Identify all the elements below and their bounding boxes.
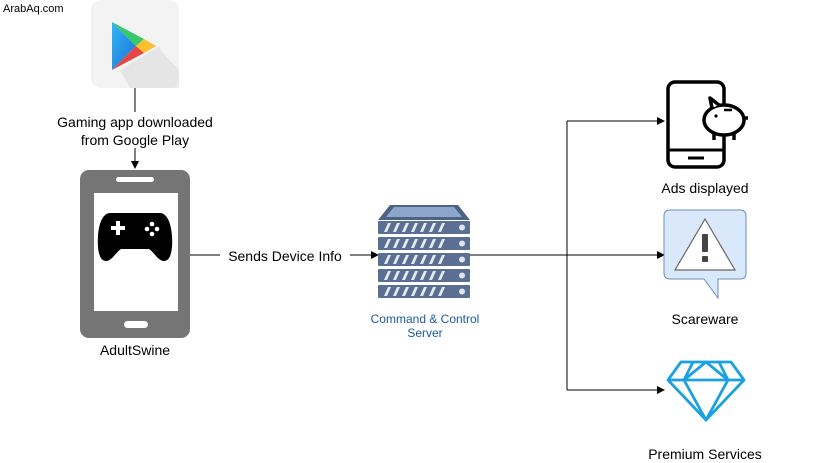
server-vent	[393, 239, 400, 248]
server-units	[378, 221, 470, 298]
server-vent	[420, 287, 427, 296]
server-vent	[411, 255, 418, 264]
warning-sign-icon	[663, 209, 747, 300]
download-label-line2: from Google Play	[80, 132, 190, 148]
server-vent	[429, 271, 436, 280]
server-label-line2: Server	[407, 326, 443, 340]
scareware-label: Scareware	[671, 311, 739, 327]
server-vent	[384, 287, 391, 296]
server-vent	[429, 287, 436, 296]
server-led	[459, 240, 465, 247]
server-label-line1: Command & Control	[370, 312, 480, 326]
server-vent	[411, 239, 418, 248]
server-vent	[411, 223, 418, 232]
server-vent	[438, 223, 445, 232]
phone-piggy-bank-icon	[666, 80, 748, 169]
server-vent	[384, 255, 391, 264]
server-vent	[429, 255, 436, 264]
google-play-icon	[91, 0, 179, 88]
server-vent	[384, 239, 391, 248]
server-vent	[438, 271, 445, 280]
server-led	[459, 288, 465, 295]
server-vent	[384, 271, 391, 280]
watermark: ArabAq.com	[3, 3, 64, 15]
server-vent	[420, 239, 427, 248]
server-vent	[420, 223, 427, 232]
download-label-line1: Gaming app downloaded	[57, 114, 213, 130]
server-vent	[429, 239, 436, 248]
server-vent	[402, 271, 409, 280]
server-vent	[411, 271, 418, 280]
server-led	[459, 224, 465, 231]
smartphone-gamepad-icon	[80, 170, 190, 338]
server-vent	[393, 223, 400, 232]
ads-label: Ads displayed	[661, 180, 749, 196]
server-vent	[411, 287, 418, 296]
server-vent	[402, 287, 409, 296]
server-vent	[420, 271, 427, 280]
server-vent	[402, 255, 409, 264]
server-vent	[393, 287, 400, 296]
server-rack-icon	[378, 205, 470, 220]
server-vent	[402, 239, 409, 248]
connector-outputs	[470, 117, 665, 394]
server-vent	[438, 287, 445, 296]
server-vent	[429, 223, 436, 232]
server-vent	[438, 255, 445, 264]
server-vent	[393, 255, 400, 264]
edge-label: Sends Device Info	[220, 247, 350, 265]
server-led	[459, 256, 465, 263]
phone-label: AdultSwine	[99, 342, 171, 358]
server-vent	[438, 239, 445, 248]
server-vent	[384, 223, 391, 232]
server-vent	[420, 255, 427, 264]
diamond-icon	[666, 360, 746, 422]
server-vent	[402, 223, 409, 232]
server-led	[459, 272, 465, 279]
server-vent	[393, 271, 400, 280]
premium-label: Premium Services	[648, 446, 762, 462]
